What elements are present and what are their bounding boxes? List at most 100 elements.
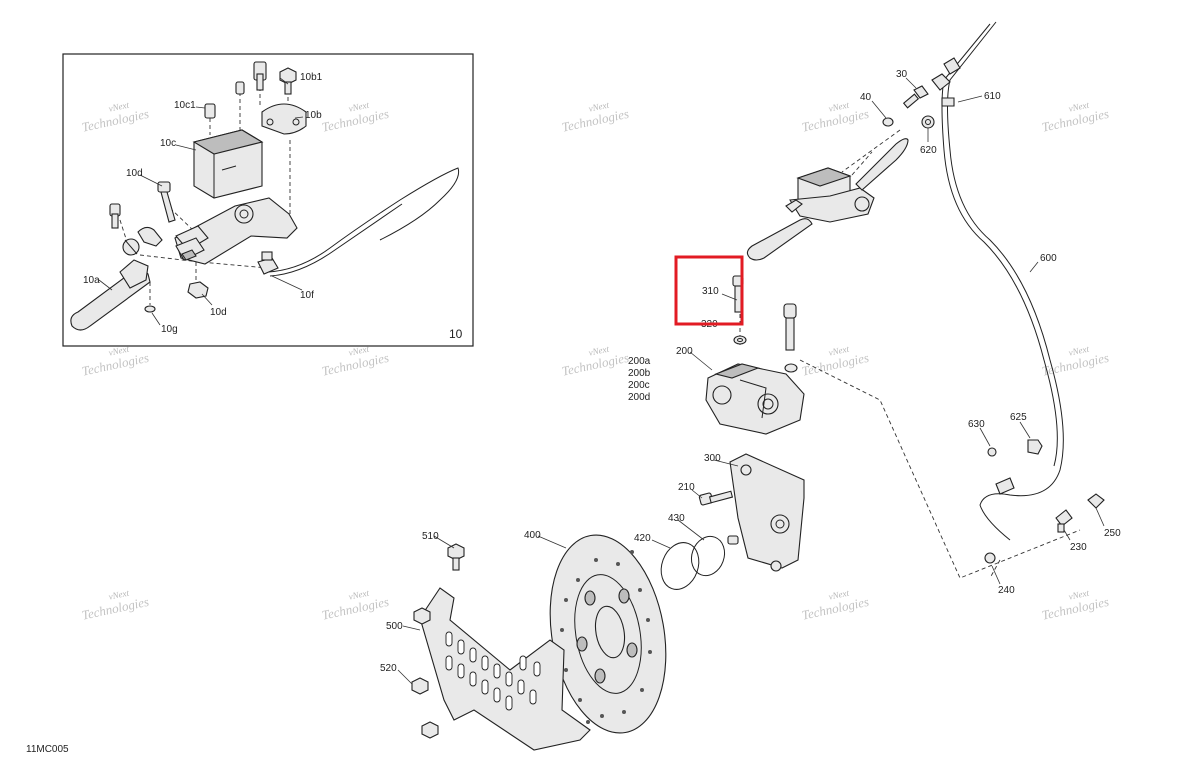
reservoir-10c[interactable] (192, 129, 264, 199)
ring-430[interactable] (686, 532, 730, 581)
label-40: 40 (860, 92, 872, 103)
bolt-lower[interactable] (727, 535, 739, 545)
screw-630[interactable] (987, 447, 997, 457)
bolt-510[interactable] (447, 543, 465, 571)
washer-240[interactable] (984, 552, 996, 564)
label-240: 240 (998, 585, 1015, 596)
fitting-230[interactable] (1055, 509, 1073, 533)
bolt-210[interactable] (698, 490, 734, 506)
brake-line-610[interactable] (941, 21, 1064, 541)
svg-text:vNext: vNext (108, 100, 131, 114)
inset-master-cylinder: 10c1 10b1 10b 10c 10d 10a 10g 10d 10f 10 (62, 53, 474, 347)
label-30: 30 (896, 69, 908, 80)
bolt-10d-top[interactable] (157, 181, 176, 223)
ring-420[interactable] (655, 537, 705, 594)
label-10c: 10c (160, 138, 176, 149)
svg-text:vNext: vNext (588, 100, 611, 114)
svg-text:vNext: vNext (108, 588, 131, 602)
master-cylinder[interactable] (746, 138, 909, 261)
master-cylinder-body[interactable] (174, 197, 298, 265)
inset-number: 10 (449, 327, 463, 341)
screw-top-b[interactable] (253, 61, 267, 91)
label-510: 510 (422, 531, 439, 542)
label-10g: 10g (161, 324, 178, 335)
svg-text:vNext: vNext (1068, 588, 1091, 602)
svg-text:vNext: vNext (1068, 344, 1091, 358)
svg-text:vNext: vNext (348, 588, 371, 602)
label-610: 610 (984, 91, 1001, 102)
svg-text:vNext: vNext (828, 344, 851, 358)
screw-left[interactable] (109, 203, 121, 229)
fitting-250[interactable] (1087, 493, 1105, 509)
nut-520-a[interactable] (411, 677, 429, 695)
label-310: 310 (702, 286, 719, 297)
hose-10f[interactable] (257, 167, 460, 277)
banjo-bolt-30[interactable] (902, 85, 929, 109)
washer-40[interactable] (882, 117, 894, 127)
svg-text:vNext: vNext (348, 344, 371, 358)
svg-text:vNext: vNext (348, 100, 371, 114)
svg-text:vNext: vNext (1068, 100, 1091, 114)
washer-320[interactable] (733, 335, 747, 345)
screw-top-a[interactable] (235, 81, 245, 95)
label-200a: 200a (628, 356, 651, 367)
label-600: 600 (1040, 253, 1057, 264)
label-210: 210 (678, 482, 695, 493)
caliper-200[interactable] (705, 363, 805, 435)
label-230: 230 (1070, 542, 1087, 553)
bracket-300[interactable] (729, 453, 805, 572)
skid-plate-500[interactable] (419, 587, 591, 751)
label-10f: 10f (300, 290, 314, 301)
label-200b: 200b (628, 368, 651, 379)
washer-right[interactable] (784, 363, 798, 373)
lever-10a[interactable] (70, 226, 163, 331)
nut-520-c[interactable] (421, 721, 439, 739)
highlight-box-310 (674, 255, 744, 326)
inset-frame (62, 53, 474, 347)
svg-text:vNext: vNext (828, 100, 851, 114)
clip-625[interactable] (1027, 439, 1043, 455)
fitting-top[interactable] (931, 73, 951, 91)
label-10b: 10b (305, 110, 322, 121)
label-10d-bottom: 10d (210, 307, 227, 318)
screw-10b1[interactable] (279, 67, 297, 95)
label-200: 200 (676, 346, 693, 357)
nut-10d-bottom[interactable] (187, 281, 209, 299)
diagram-code: 11MC005 (26, 744, 69, 755)
label-500: 500 (386, 621, 403, 632)
clamp-10b[interactable] (261, 103, 307, 135)
label-625: 625 (1010, 412, 1027, 423)
label-250: 250 (1104, 528, 1121, 539)
nut-520-b[interactable] (413, 607, 431, 625)
label-10b1: 10b1 (300, 72, 323, 83)
label-200c: 200c (628, 380, 650, 391)
svg-text:vNext: vNext (108, 344, 131, 358)
label-520: 520 (380, 663, 397, 674)
label-630: 630 (968, 419, 985, 430)
bolt-caliper-right[interactable] (783, 303, 797, 351)
label-620: 620 (920, 145, 937, 156)
label-10d-top: 10d (126, 168, 143, 179)
nut-620[interactable] (921, 115, 935, 129)
washer-10g[interactable] (144, 305, 156, 313)
fitting-hose-end[interactable] (995, 477, 1015, 495)
label-400: 400 (524, 530, 541, 541)
label-10a: 10a (83, 275, 100, 286)
main-assembly: 30 40 610 620 600 310 320 200 200a 200b … (380, 21, 1121, 751)
screw-10c1[interactable] (204, 103, 216, 119)
svg-text:vNext: vNext (828, 588, 851, 602)
label-300: 300 (704, 453, 721, 464)
svg-text:vNext: vNext (588, 344, 611, 358)
